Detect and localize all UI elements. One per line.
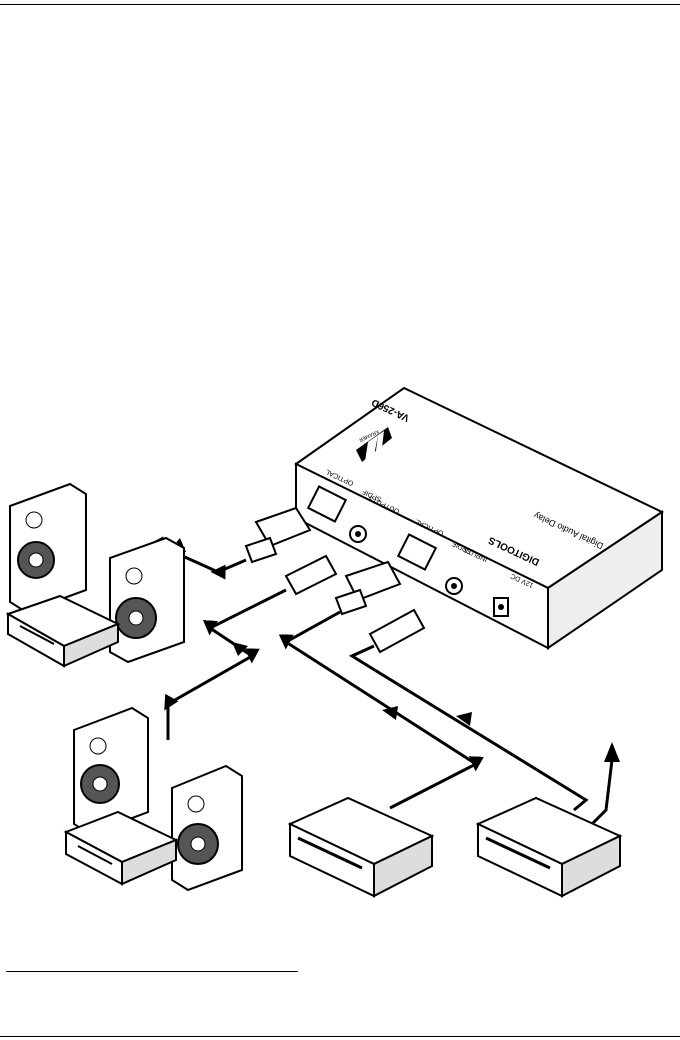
arrow-icon [382,706,398,720]
footnote-rule [6,971,298,972]
header-rule [0,4,680,5]
rca-plug-icon [284,554,338,596]
optical-output-port [306,485,348,523]
player-icon [475,796,623,898]
arrow-icon [604,742,620,762]
footer-rule [0,1036,680,1037]
receiver-icon [5,594,121,668]
kramer-logo-icon: KRAMER [356,427,392,468]
arrow-icon [456,712,472,726]
speaker-icon [9,482,87,614]
arrow-icon [232,642,248,656]
speaker-icon [109,536,185,664]
connection-diagram: KRAMER VA-256D Digital Audio Delay DIGIT… [0,380,680,920]
va-256d-unit: KRAMER VA-256D Digital Audio Delay DIGIT… [294,386,665,650]
toslink-plug-icon [244,506,312,564]
speaker-icon [171,764,243,892]
rca-plug-icon [368,608,426,654]
receiver-icon [63,810,179,886]
toslink-plug-icon [334,560,402,616]
optical-input-port [396,533,438,571]
player-icon [287,796,435,898]
speaker-icon [73,706,149,836]
